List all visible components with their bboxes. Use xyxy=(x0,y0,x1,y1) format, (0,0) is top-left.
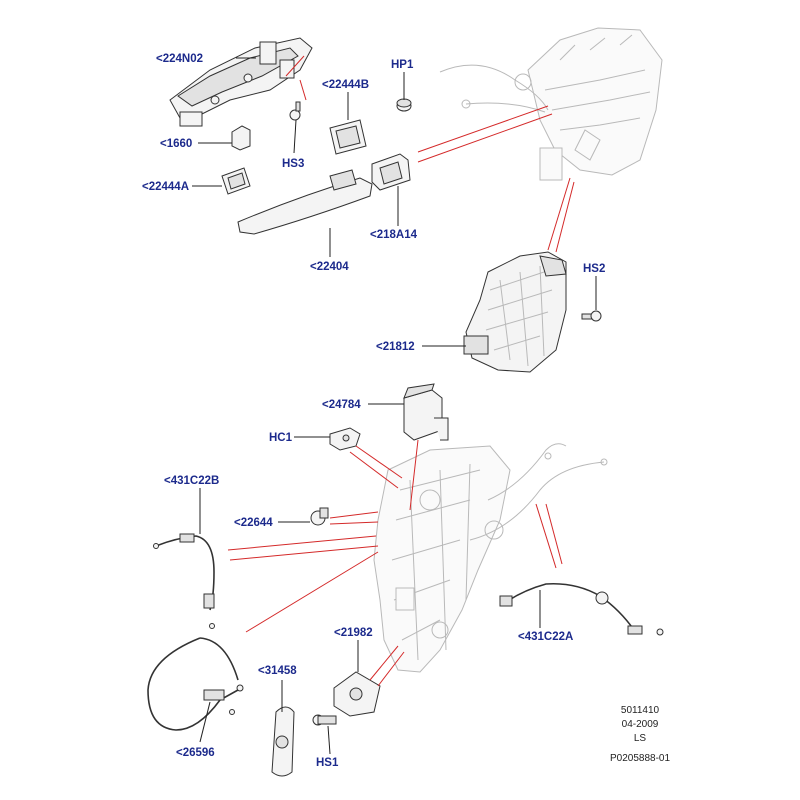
reference-line-3: LS xyxy=(634,733,647,744)
reference-line-2: 04-2009 xyxy=(622,719,659,730)
label-HS2: HS2 xyxy=(583,263,605,275)
part-22444B-pad xyxy=(329,119,367,155)
label-22444A: <22444A xyxy=(142,181,189,193)
reference-line-1: 5011410 xyxy=(621,705,660,716)
part-HS1-screw xyxy=(312,714,337,726)
part-218A14-cap xyxy=(371,153,411,191)
part-HC1-clip xyxy=(329,427,361,451)
lower-door-frame-ghost xyxy=(373,443,608,673)
part-21812-lock-module xyxy=(463,251,567,373)
label-431C22A: <431C22A xyxy=(518,631,573,643)
label-HS1: HS1 xyxy=(316,757,339,769)
reference-line-4: P0205888-01 xyxy=(610,753,670,764)
label-HS3: HS3 xyxy=(282,158,304,170)
label-21812: <21812 xyxy=(376,341,415,353)
part-22444A-pad xyxy=(221,167,251,195)
part-22404-outer-handle xyxy=(237,169,373,235)
label-22404: <22404 xyxy=(310,261,349,273)
label-224N02: <224N02 xyxy=(156,53,203,65)
label-21982: <21982 xyxy=(334,627,373,639)
label-31458: <31458 xyxy=(258,665,297,677)
label-431C22B: <431C22B xyxy=(164,475,219,487)
part-431C22A-cable xyxy=(499,582,664,636)
label-218A14: <218A14 xyxy=(370,229,418,241)
label-1660: <1660 xyxy=(160,138,192,150)
part-1660-clip xyxy=(231,125,251,151)
part-224N02-handle-carrier xyxy=(169,37,313,127)
part-HS2-screw xyxy=(581,310,602,322)
part-24784-control-unit xyxy=(403,383,449,441)
part-labels: <224N02 <1660 <22444A HS3 <22444B HP1 <2… xyxy=(142,53,605,769)
part-HP1-plug xyxy=(396,98,412,112)
red-reference-lines xyxy=(227,55,575,687)
label-26596: <26596 xyxy=(176,747,215,759)
leader-lines xyxy=(192,57,597,755)
part-31458-cover xyxy=(271,706,295,777)
label-22644: <22644 xyxy=(234,517,273,529)
label-HC1: HC1 xyxy=(269,432,293,444)
upper-door-frame-ghost xyxy=(439,27,663,181)
part-22644-bolt xyxy=(310,507,329,526)
label-22444B: <22444B xyxy=(322,79,369,91)
reference-block: 5011410 04-2009 LS P0205888-01 xyxy=(610,705,670,764)
part-26596-cable xyxy=(147,637,244,731)
part-431C22B-cable xyxy=(153,533,215,629)
label-HP1: HP1 xyxy=(391,59,414,71)
part-HS3-screw xyxy=(289,101,301,121)
label-24784: <24784 xyxy=(322,399,361,411)
part-21982-striker xyxy=(333,671,381,717)
